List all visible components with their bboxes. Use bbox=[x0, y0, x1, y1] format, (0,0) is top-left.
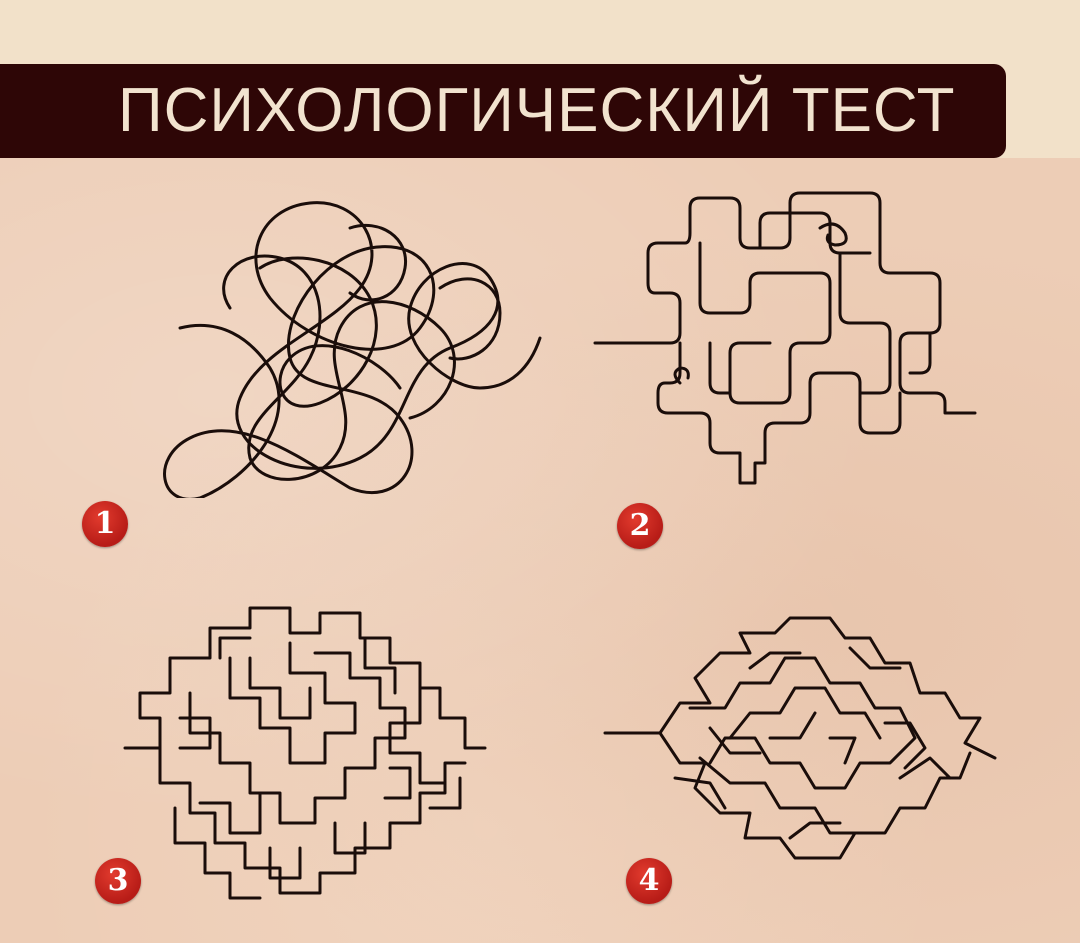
test-canvas: 1 2 3 bbox=[0, 158, 1080, 943]
tangled-loops-scribble-icon[interactable] bbox=[150, 188, 550, 498]
rounded-square-maze-scribble-icon[interactable] bbox=[590, 183, 980, 498]
title-bar: ПСИХОЛОГИЧЕСКИЙ ТЕСТ bbox=[0, 64, 1006, 158]
option-badge-3: 3 bbox=[95, 858, 141, 904]
page-title: ПСИХОЛОГИЧЕСКИЙ ТЕСТ bbox=[118, 76, 956, 145]
hexagonal-angular-maze-scribble-icon[interactable] bbox=[600, 608, 1000, 868]
option-badge-2: 2 bbox=[617, 503, 663, 549]
option-badge-1: 1 bbox=[82, 501, 128, 547]
circular-right-angle-maze-scribble-icon[interactable] bbox=[120, 598, 490, 918]
option-badge-4: 4 bbox=[626, 858, 672, 904]
